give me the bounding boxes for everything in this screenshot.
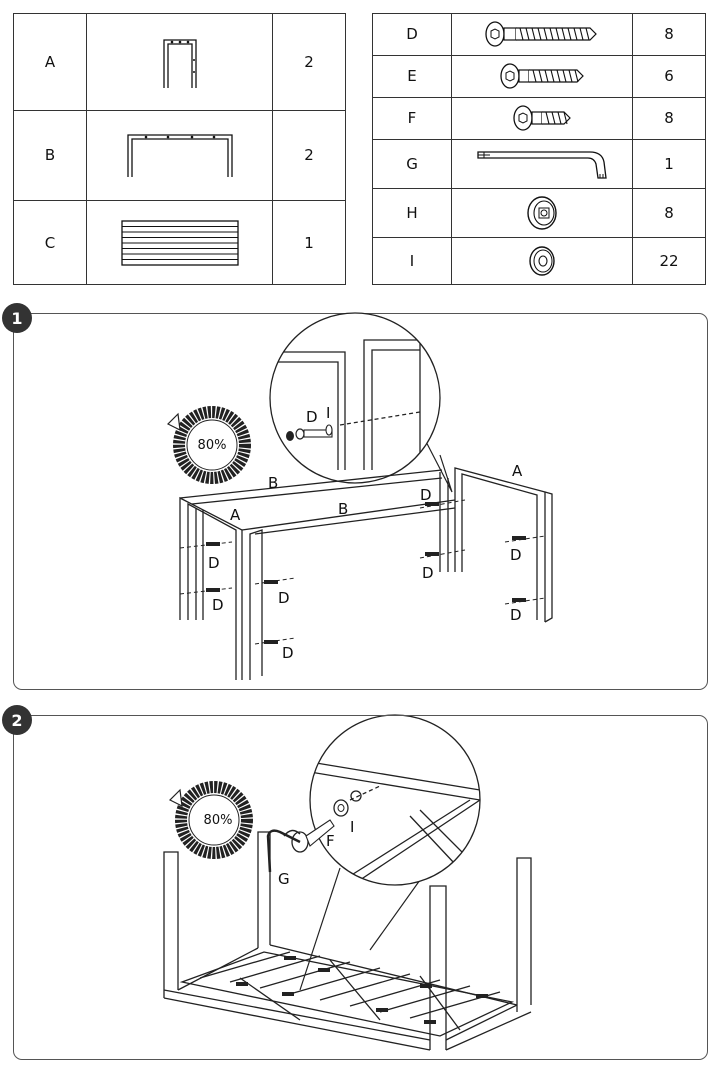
part-image [451, 54, 633, 98]
bolt-f-icon [291, 819, 335, 853]
part-row-d: D 8 [372, 13, 706, 56]
torque-gauge-icon [168, 781, 253, 859]
part-image [451, 138, 633, 190]
slatted-top-icon [120, 219, 239, 266]
part-image [86, 200, 273, 285]
leg-frame-a-right [454, 467, 553, 623]
part-row-i: I 22 [372, 237, 706, 285]
part-row-h: H 8 [372, 188, 706, 239]
part-label: G [372, 138, 452, 190]
zoom-callout [269, 312, 441, 484]
part-label: D [372, 13, 452, 56]
part-row-f: F 8 [372, 96, 706, 140]
zoom-bolt-icon [286, 424, 333, 441]
part-quantity: 8 [632, 96, 706, 140]
short-bolt-icon [513, 105, 571, 132]
allen-key-icon [266, 829, 301, 873]
part-row-g: G 1 [372, 138, 706, 190]
part-image [451, 188, 633, 239]
part-row-c: C 1 [13, 200, 346, 285]
label-b-back: B [268, 474, 278, 492]
step-1-badge: 1 [2, 303, 32, 333]
label-d: D [212, 596, 224, 614]
leg-frame-a-left [179, 496, 263, 680]
label-d: D [510, 546, 522, 564]
leg-frame-icon [162, 39, 197, 88]
inverted-table [163, 831, 532, 1051]
label-d: D [208, 554, 220, 572]
label-b-front: B [338, 500, 348, 518]
part-quantity: 1 [632, 138, 706, 190]
label-f: F [326, 832, 335, 850]
step-2-badge: 2 [2, 705, 32, 735]
part-image [451, 13, 633, 56]
part-quantity: 6 [632, 54, 706, 98]
side-rail-icon [126, 134, 233, 178]
medium-bolt-icon [500, 63, 584, 90]
label-d: D [420, 486, 432, 504]
label-d: D [510, 606, 522, 624]
part-image [451, 96, 633, 140]
label-a-left: A [230, 506, 241, 524]
part-image [451, 237, 633, 285]
allen-key-icon [477, 151, 607, 179]
washer-icon [529, 246, 555, 276]
torque-label: 80% [204, 813, 233, 828]
part-quantity: 8 [632, 188, 706, 239]
label-d: D [278, 589, 290, 607]
torque-label: 80% [198, 438, 227, 453]
label-a-right: A [512, 462, 523, 480]
label-d: D [422, 564, 434, 582]
torque-gauge-icon [166, 406, 251, 484]
part-label: A [13, 13, 87, 111]
barrel-nut-icon [527, 196, 557, 230]
part-quantity: 22 [632, 237, 706, 285]
label-d: D [306, 408, 318, 426]
parts-table-frames: A 2 B 2 C [13, 13, 346, 285]
long-bolt-icon [485, 21, 597, 48]
part-quantity: 1 [272, 200, 346, 285]
part-row-e: E 6 [372, 54, 706, 98]
part-quantity: 8 [632, 13, 706, 56]
side-rails-b [179, 469, 456, 572]
parts-table-hardware: D 8 E 6 F [372, 13, 706, 285]
part-label: H [372, 188, 452, 239]
part-label: I [372, 237, 452, 285]
part-quantity: 2 [272, 109, 346, 202]
step-2-panel [13, 715, 708, 1060]
part-row-b: B 2 [13, 109, 346, 202]
label-d: D [282, 644, 294, 662]
part-image [86, 109, 273, 202]
label-i: I [350, 818, 354, 836]
label-i: I [326, 404, 330, 422]
label-g: G [278, 870, 290, 888]
part-row-a: A 2 [13, 13, 346, 111]
